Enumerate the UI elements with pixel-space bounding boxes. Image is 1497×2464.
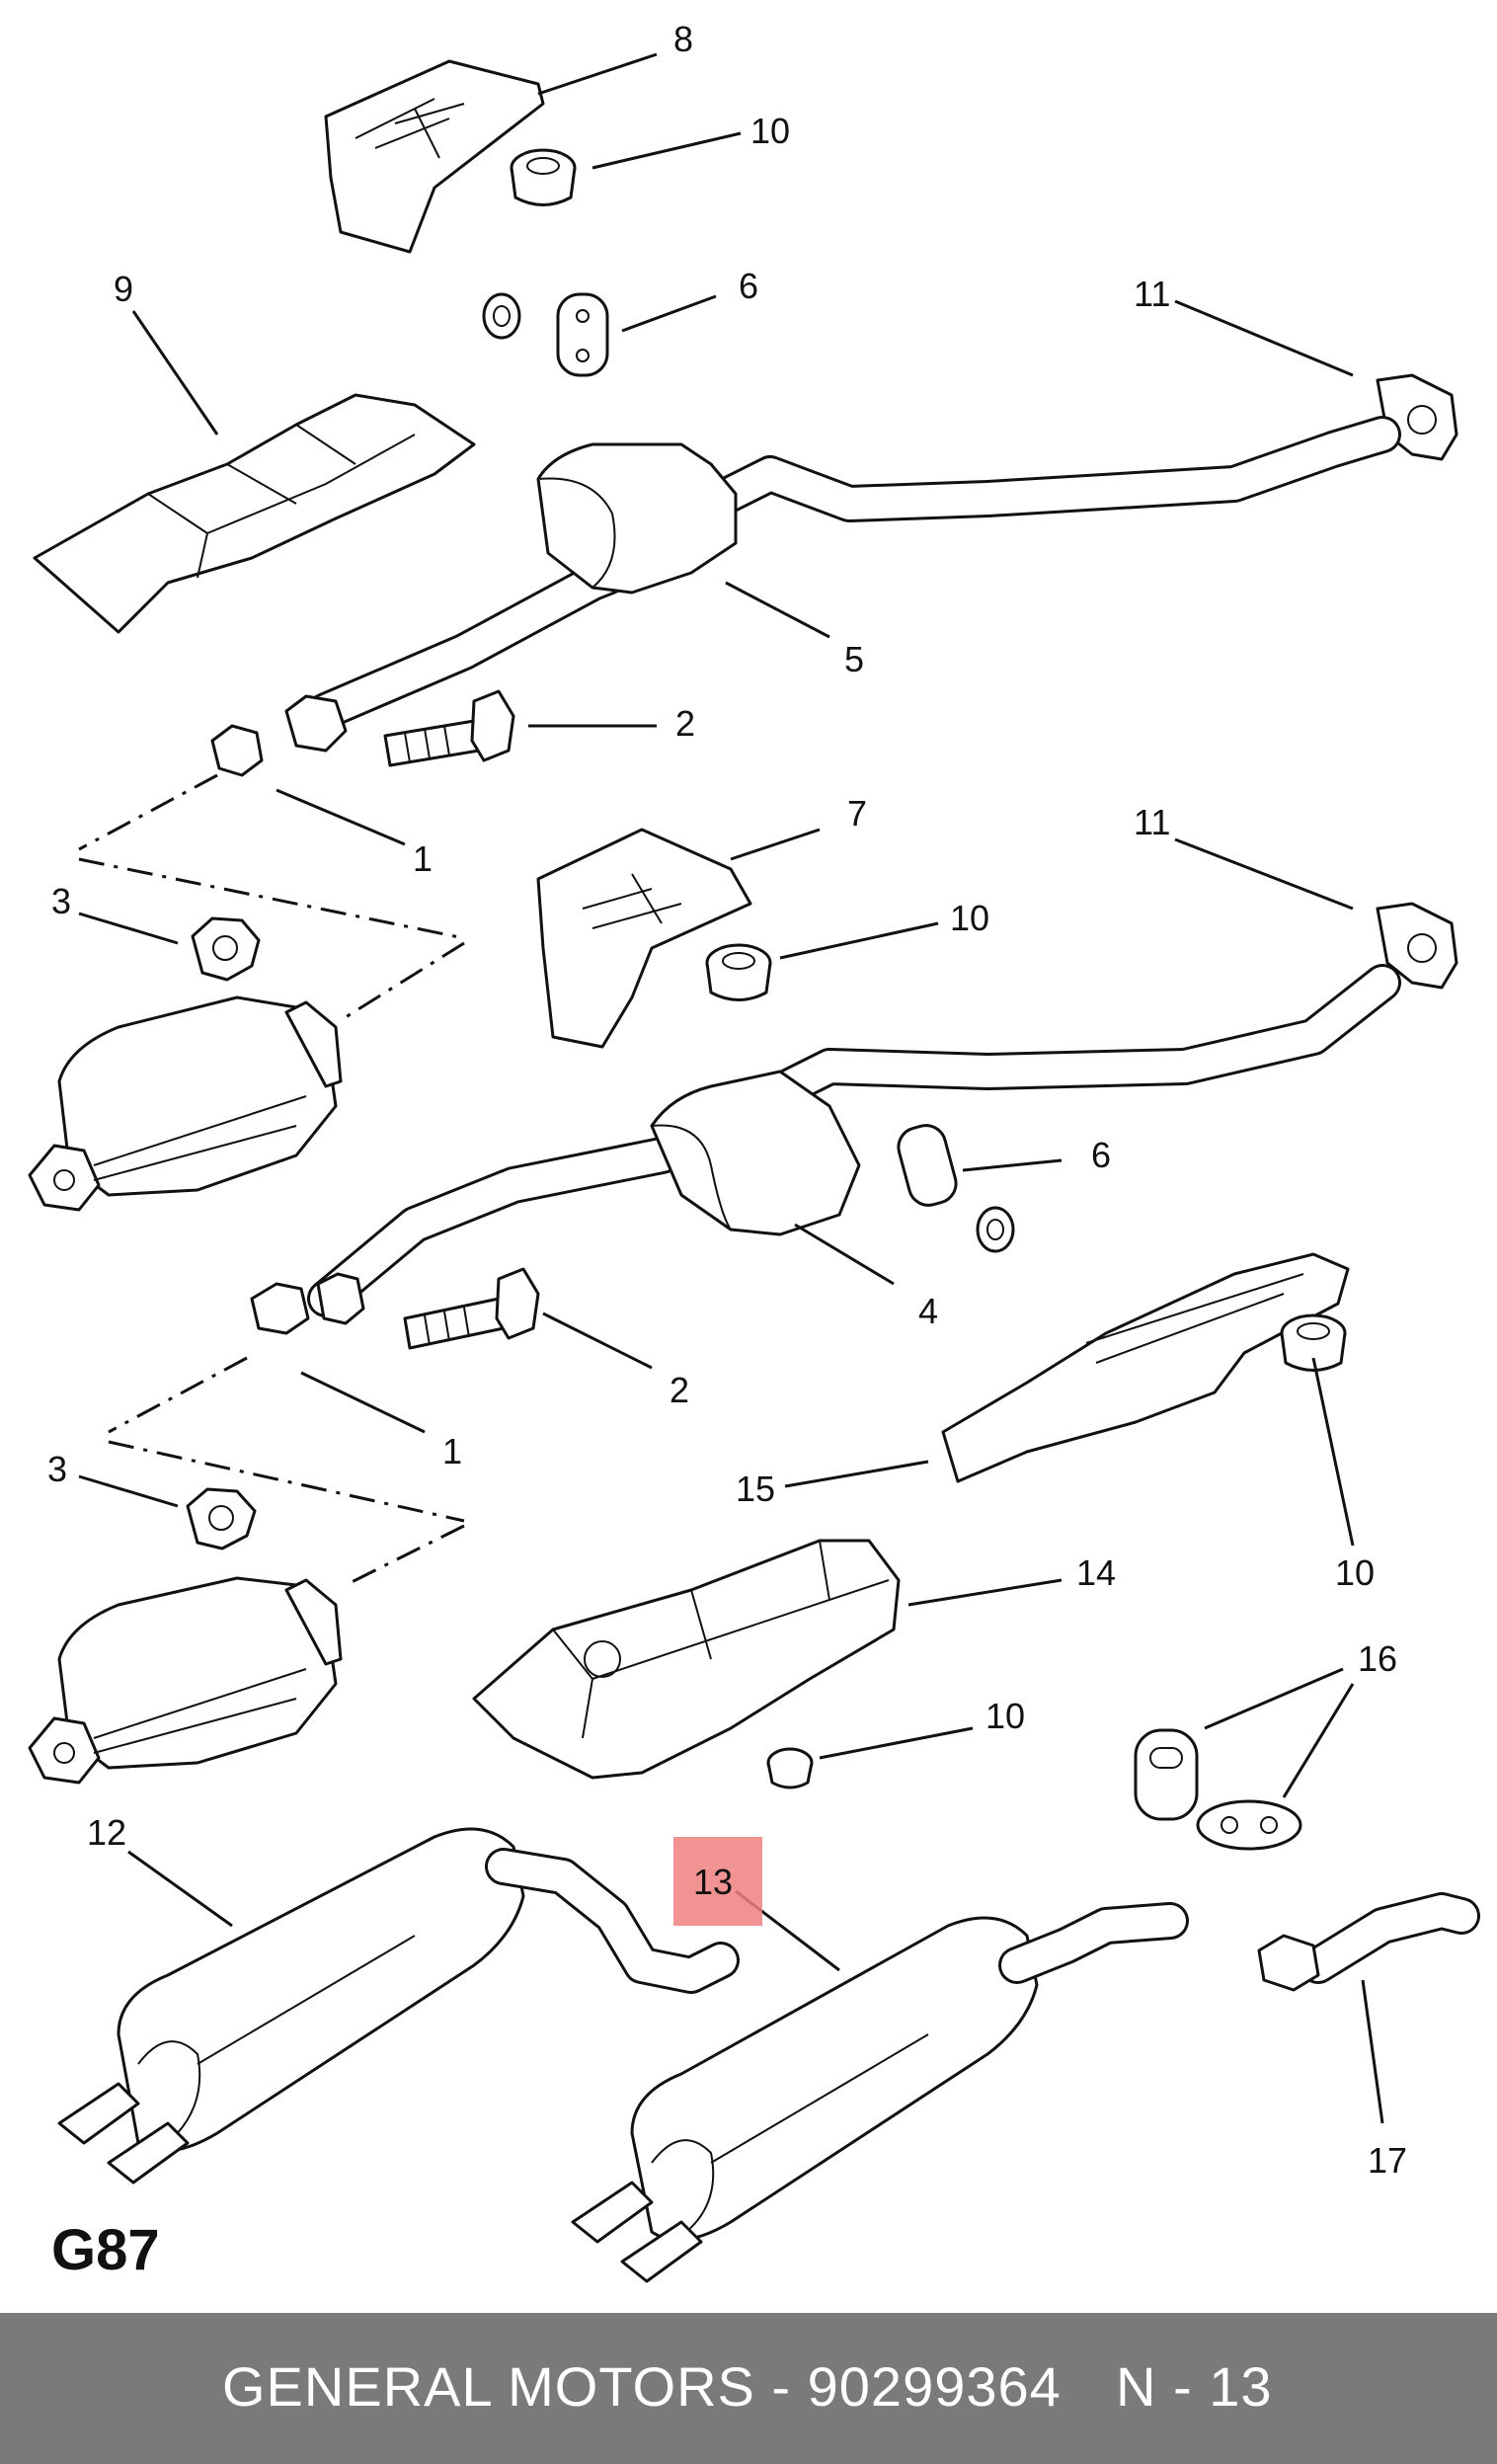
part-16-hangers <box>1134 1728 1302 1851</box>
callout-7: 7 <box>847 793 867 834</box>
part-7-bracket <box>536 828 752 1049</box>
part-13-rear-silencer <box>571 1902 1189 2283</box>
callout-17: 17 <box>1368 2140 1407 2181</box>
callout-6: 6 <box>1091 1135 1111 1175</box>
callout-14: 14 <box>1076 1552 1116 1593</box>
part-2-bolt-b <box>403 1267 540 1350</box>
footer-position: N - 13 <box>1116 2355 1273 2418</box>
callout-2: 2 <box>670 1370 689 1410</box>
callout-10: 10 <box>950 898 989 938</box>
callout-8: 8 <box>673 19 693 59</box>
callout-9: 9 <box>114 269 133 309</box>
part-10-rubber-mount-d <box>766 1747 814 1789</box>
exhaust-parts-diagram: 8 10 9 6 11 5 2 1 3 7 11 10 6 4 2 1 15 1… <box>28 19 1480 2283</box>
callout-12: 12 <box>87 1812 126 1853</box>
part-10-rubber-mount-c <box>1280 1313 1347 1372</box>
part-6-hanger-b <box>897 1124 1015 1253</box>
part-3-nut-a <box>191 916 261 982</box>
callout-6: 6 <box>739 266 758 306</box>
footer-bar: GENERAL MOTORS - 90299364 N - 13 <box>0 2313 1497 2464</box>
part-12-rear-silencer <box>57 1827 740 2185</box>
callout-1: 1 <box>442 1431 462 1471</box>
footer-part-number: GENERAL MOTORS - 90299364 <box>222 2355 1062 2418</box>
leader-lines <box>78 52 1384 2124</box>
dash-dot-lines-b <box>108 1356 465 1587</box>
callout-11: 11 <box>1134 802 1170 842</box>
callout-16: 16 <box>1358 1638 1397 1679</box>
callout-2: 2 <box>675 703 695 744</box>
callout-labels: 8 10 9 6 11 5 2 1 3 7 11 10 6 4 2 1 15 1… <box>47 19 1407 2181</box>
diagram-code-label: G87 <box>51 2218 160 2282</box>
dash-dot-lines-a <box>78 773 465 1019</box>
callout-13: 13 <box>693 1862 733 1902</box>
part-4-middle-pipe <box>250 964 1401 1335</box>
part-10-rubber-mount-b <box>705 943 772 1001</box>
part-11-clamp-b <box>1376 902 1458 990</box>
callout-10: 10 <box>985 1696 1025 1736</box>
part-8-bracket <box>324 59 545 254</box>
callout-15: 15 <box>736 1469 775 1509</box>
part-5-middle-pipe <box>210 416 1401 777</box>
callout-4: 4 <box>918 1291 938 1331</box>
callout-5: 5 <box>844 639 864 679</box>
callout-1: 1 <box>413 838 433 879</box>
callout-11: 11 <box>1134 274 1170 314</box>
part-2-bolt-a <box>383 689 515 767</box>
callout-3: 3 <box>51 881 71 921</box>
catalytic-converter-b <box>28 1576 343 1785</box>
callout-10: 10 <box>750 111 790 151</box>
part-15-heat-shield <box>941 1252 1350 1483</box>
callout-13-highlight <box>673 1837 762 1926</box>
part-10-rubber-mount-a <box>510 148 577 206</box>
part-14-heat-shield <box>472 1539 901 1780</box>
part-17-tailpipe <box>1257 1892 1480 1992</box>
part-3-nut-b <box>186 1487 257 1550</box>
part-9-heat-shield <box>33 393 476 634</box>
callout-3: 3 <box>47 1449 67 1489</box>
catalytic-converter-a <box>28 995 343 1212</box>
callout-10: 10 <box>1335 1552 1375 1593</box>
part-6-hanger-a <box>482 292 609 377</box>
